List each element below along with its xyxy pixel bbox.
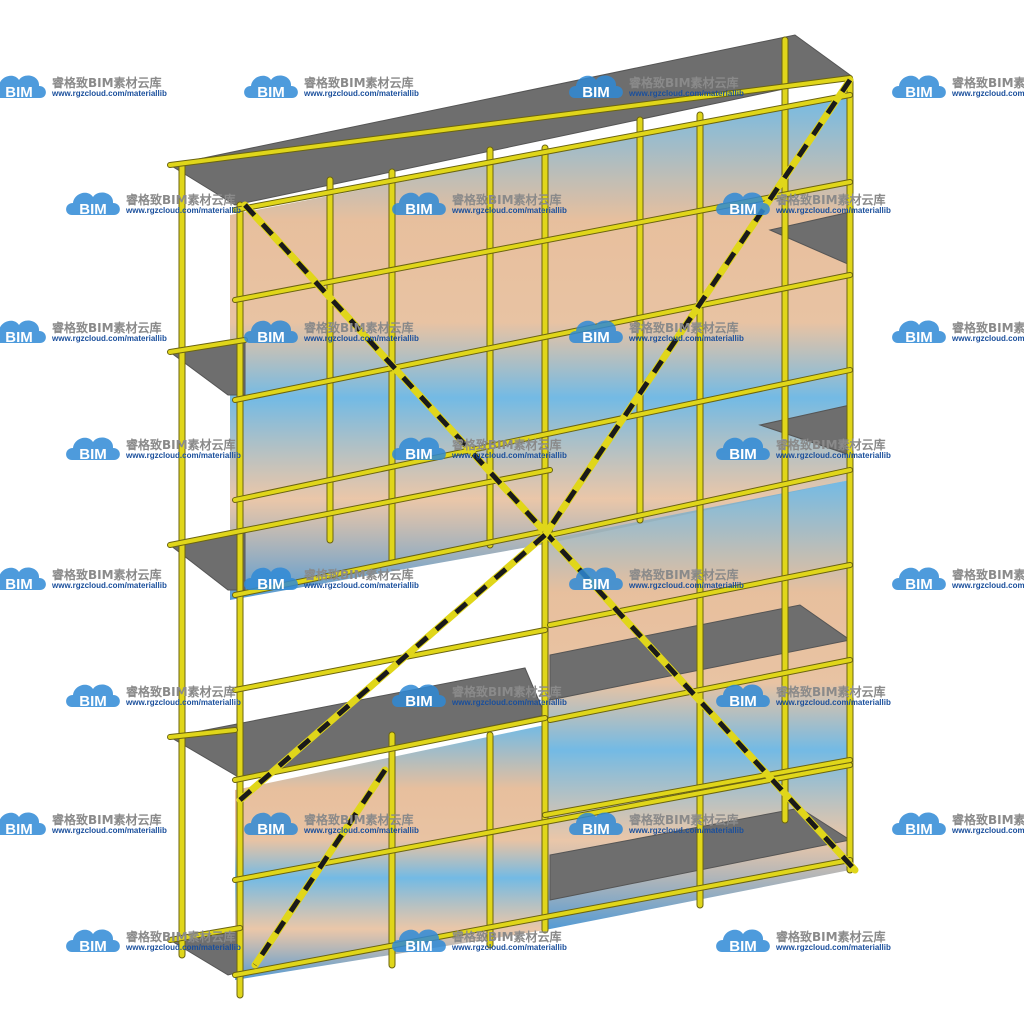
diagonal-braces (236, 76, 859, 969)
brace-stripe (243, 203, 857, 872)
scaffold-tube (548, 468, 852, 537)
brace-tube (236, 531, 549, 804)
scaffold-tube (548, 658, 852, 722)
scaffold-tube (233, 273, 852, 402)
brace-stripe (252, 768, 388, 967)
scaffold-tube (233, 628, 547, 692)
scaffold-tube (168, 468, 552, 547)
scaffold-tube (168, 338, 247, 354)
scaffold-tube (168, 728, 237, 739)
brace-stripe (542, 78, 853, 537)
scaffold-tubes (167, 36, 854, 999)
scaffold-tube (543, 758, 852, 817)
scaffold-tube (233, 368, 852, 502)
scaffold-tube (233, 763, 852, 882)
net-panel-upper (230, 95, 850, 600)
scaffold-tube (548, 563, 852, 627)
scaffold-tube (233, 858, 852, 977)
scaffold-tube (168, 76, 852, 167)
scaffold-tube (233, 716, 547, 782)
scaffold-tube (168, 926, 242, 942)
scaffold-tube (233, 93, 852, 212)
